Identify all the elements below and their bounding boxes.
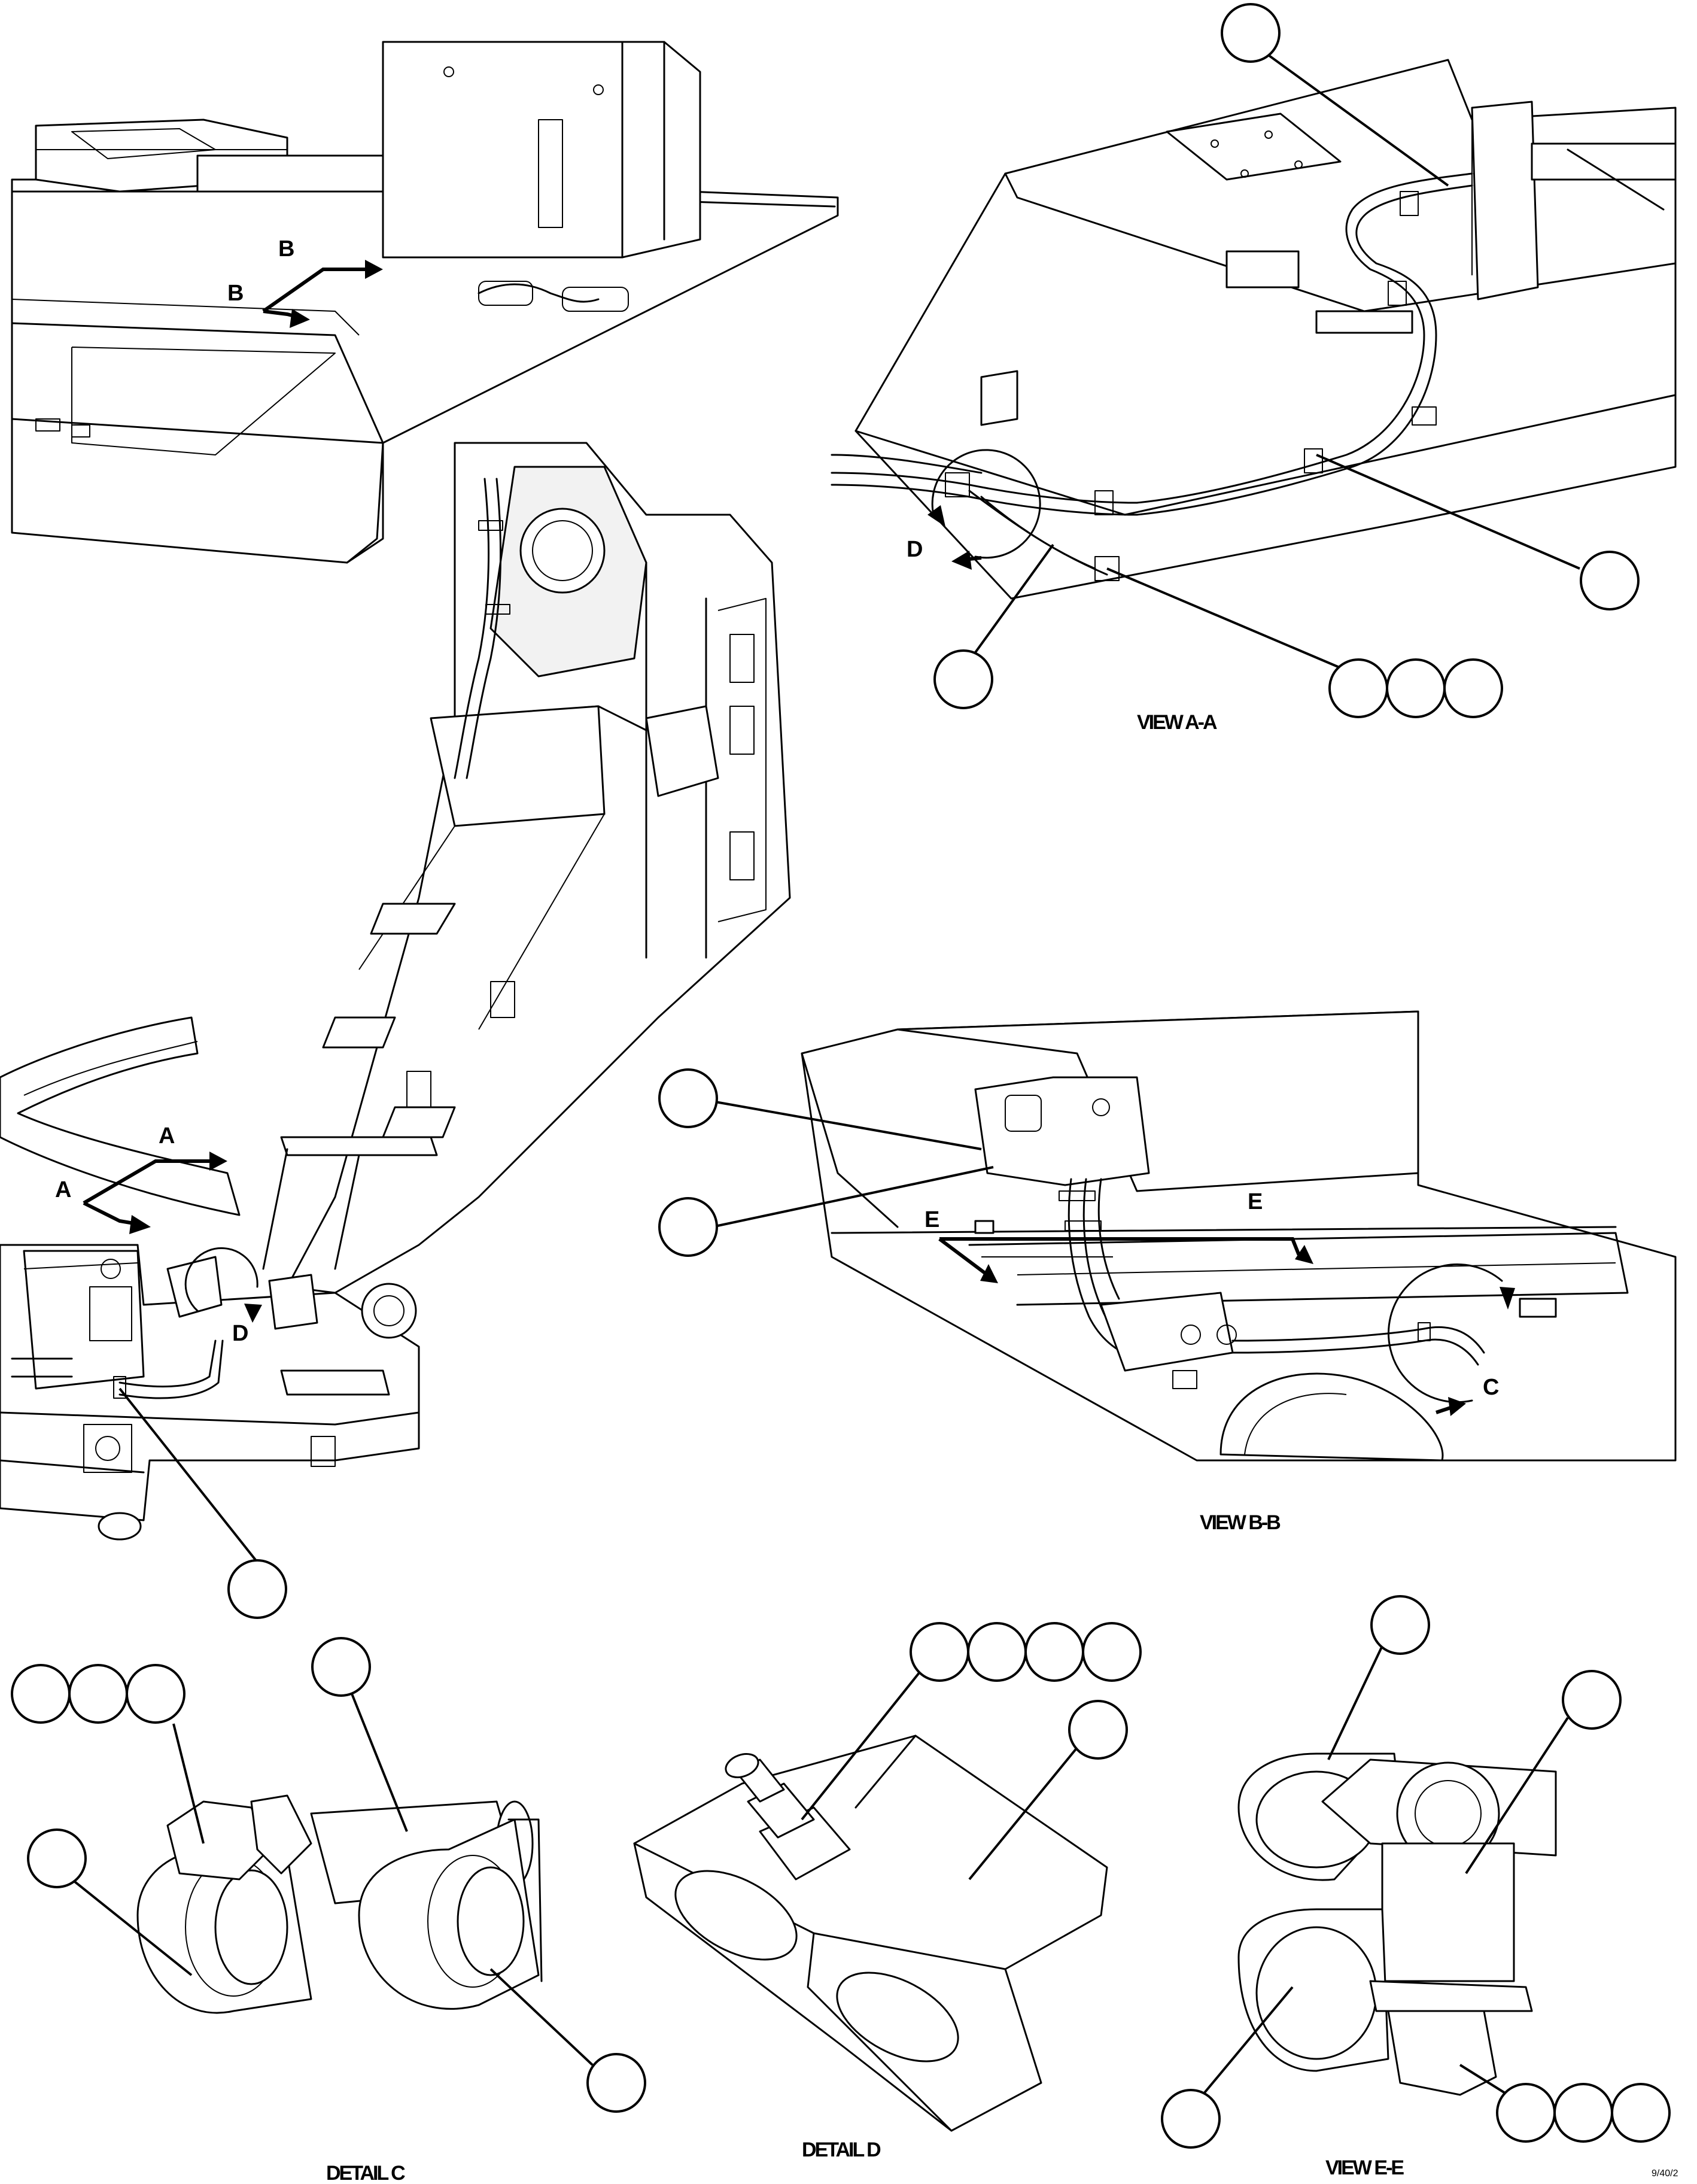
callout-balloon	[1024, 1622, 1084, 1682]
view-bb-panel: C E E VIEW B-B	[658, 1010, 1677, 1534]
callout-balloon	[27, 1828, 87, 1888]
callout-balloon	[1580, 551, 1640, 610]
callout-balloon	[1328, 658, 1388, 718]
callout-balloon	[1370, 1595, 1430, 1655]
callout-balloon	[933, 649, 993, 709]
callout-balloon	[910, 1622, 969, 1682]
callout-balloon	[311, 1637, 371, 1697]
callout-balloon	[1161, 2089, 1221, 2149]
callout-balloon	[658, 1197, 718, 1257]
caption-view-bb: VIEW B-B	[1200, 1511, 1281, 1534]
view-ee-panel: VIEW E-E 9/40/2	[1161, 1595, 1678, 2179]
main-assembly-view: B B	[0, 41, 839, 1619]
callout-balloon	[1562, 1670, 1622, 1730]
callout-balloon	[1386, 658, 1446, 718]
callout-balloon	[1496, 2083, 1556, 2143]
callout-balloon	[658, 1068, 718, 1128]
view-label-a-upper: A	[159, 1123, 175, 1149]
caption-detail-d: DETAIL D	[802, 2139, 881, 2161]
callout-balloon	[11, 1664, 71, 1724]
callout-balloon	[126, 1664, 185, 1724]
callout-balloon	[1082, 1622, 1142, 1682]
caption-detail-c: DETAIL C	[326, 2162, 405, 2184]
caption-view-ee: VIEW E-E	[1325, 2156, 1404, 2179]
detail-c-panel: DETAIL C	[11, 1637, 646, 2184]
callout-balloon	[1611, 2083, 1671, 2143]
view-label-e-right: E	[1248, 1189, 1263, 1214]
figure-number: 9/40/2	[1652, 2168, 1678, 2179]
callout-balloon	[1068, 1700, 1128, 1760]
caption-view-aa: VIEW A-A	[1137, 711, 1217, 734]
view-label-b-lower: B	[227, 281, 244, 306]
view-label-b-upper: B	[278, 236, 294, 262]
view-label-e-left: E	[924, 1207, 939, 1232]
callout-balloon	[68, 1664, 128, 1724]
callout-balloon	[967, 1622, 1027, 1682]
detail-label-c: C	[1483, 1375, 1499, 1400]
callout-balloon	[1553, 2083, 1613, 2143]
callout-balloon	[1221, 3, 1281, 63]
view-aa-panel: D VIEW A-A	[831, 3, 1677, 734]
view-label-a-lower: A	[55, 1177, 71, 1202]
detail-d-panel: DETAIL D	[633, 1622, 1142, 2161]
callout-balloon	[227, 1559, 287, 1619]
detail-label-d-aa: D	[907, 537, 923, 562]
callout-balloon	[1443, 658, 1503, 718]
detail-label-d-main: D	[232, 1321, 248, 1346]
callout-balloon	[586, 2053, 646, 2113]
